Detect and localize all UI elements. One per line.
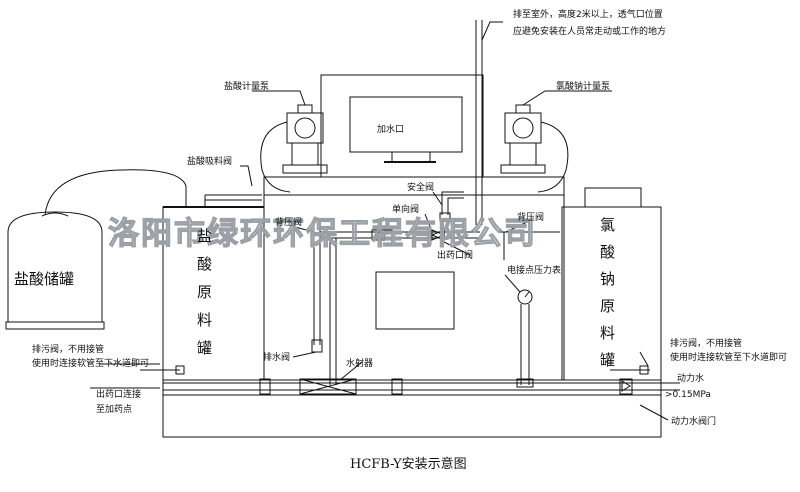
pressure-gauge [517, 289, 533, 305]
vent-note-1: 排至室外，高度2米以上，透气口位置 [513, 8, 663, 20]
power-water-valve-label: 动力水阀门 [671, 415, 716, 427]
vent-note-2: 应避免安装在人员常走动或工作的地方 [513, 25, 666, 37]
contact-gauge-label: 电接点压力表 [507, 264, 561, 276]
diagram-title: HCFB-Y安装示意图 [350, 456, 467, 472]
ejector [299, 378, 357, 395]
right-drain-note-1: 排污阀，不用接管 [670, 337, 742, 349]
left-outlet-note-1: 出药口连接 [96, 388, 141, 400]
hcl-pump-label: 盐酸计量泵 [224, 80, 269, 92]
pressure-label: >0.15MPa [665, 390, 711, 400]
outlet-valve-label: 出药口阀 [437, 249, 473, 261]
right-drain-note-2: 使用时连接软管至下水道即可 [670, 351, 787, 363]
naclo3-raw-tank-label: 氯酸钠原料罐 [600, 216, 616, 369]
check-valve-label: 单向阀 [392, 203, 419, 215]
fill-port-label: 加水口 [377, 123, 404, 135]
hcl-suction-valve-label: 盐酸吸料阀 [187, 155, 232, 167]
hcl-storage-tank [7, 211, 103, 323]
back-pressure-valve-right-label: 背压阀 [517, 211, 544, 223]
safety-valve-label: 安全阀 [407, 181, 434, 193]
naclo3-metering-pump [500, 104, 546, 174]
watermark: 洛阳市绿环环保工程有限公司 [108, 216, 537, 252]
hcl-storage-tank-label: 盐酸储罐 [14, 270, 74, 288]
base-frame [162, 379, 662, 438]
drain-valve-label: 排水阀 [263, 351, 290, 363]
hcl-metering-pump [282, 104, 328, 174]
ejector-label: 水射器 [346, 357, 373, 369]
power-water-label: 动力水 [677, 372, 704, 384]
left-drain-note-1: 排污阀，不用接管 [32, 343, 104, 355]
naclo-pump-label: 氯酸钠计量泵 [556, 80, 610, 92]
hcl-raw-tank-label: 盐酸原料罐 [197, 227, 213, 357]
fill-port-panel [349, 96, 463, 153]
back-pressure-valve-left-label: 背压阀 [275, 216, 302, 228]
left-outlet-note-2: 至加药点 [96, 404, 132, 415]
center-panel [375, 271, 455, 330]
left-drain-note-2: 使用时连接软管至下水道即可 [32, 357, 149, 369]
